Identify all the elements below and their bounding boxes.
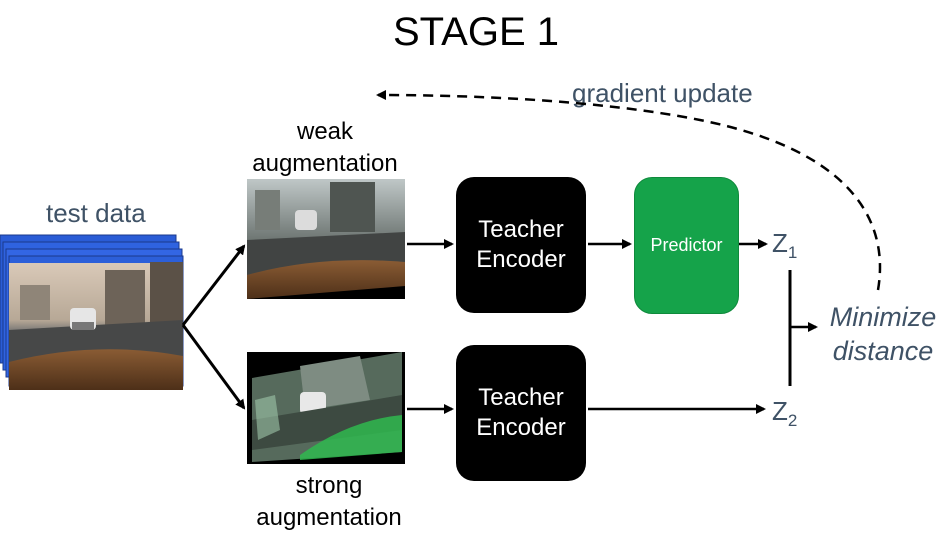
test-data-stack	[0, 234, 184, 390]
teacher-bottom-line2: Encoder	[476, 414, 566, 441]
gradient-update-label: gradient update	[572, 78, 753, 108]
strong-label-line1: strong	[295, 472, 363, 499]
strong-augmentation-label: strong augmentation	[234, 470, 424, 534]
weak-label-line2: augmentation	[252, 150, 398, 177]
weak-label-line1: weak	[296, 118, 354, 145]
teacher-encoder-top-box: Teacher Encoder	[456, 177, 586, 313]
minimize-line2: distance	[832, 336, 934, 366]
test-data-label: test data	[46, 198, 146, 228]
z2-base: Z	[772, 396, 788, 426]
z1-label: Z1	[772, 228, 797, 263]
strong-augmentation-image	[247, 352, 405, 464]
stage-title: STAGE 1	[393, 10, 559, 54]
teacher-top-line1: Teacher	[478, 216, 564, 243]
minimize-line1: Minimize	[829, 302, 937, 332]
weak-augmentation-image	[247, 179, 405, 299]
arrow-to-weak	[181, 244, 246, 326]
z2-sub: 2	[787, 411, 798, 431]
teacher-bottom-line1: Teacher	[478, 384, 564, 411]
predictor-box: Predictor	[634, 177, 739, 314]
predictor-label: Predictor	[650, 235, 723, 255]
teacher-encoder-bottom-box: Teacher Encoder	[456, 345, 586, 481]
minimize-distance-label: Minimize distance	[818, 300, 948, 368]
strong-label-line2: augmentation	[256, 504, 402, 531]
z1-base: Z	[772, 228, 788, 258]
z1-sub: 1	[787, 243, 798, 263]
weak-augmentation-label: weak augmentation	[230, 116, 420, 180]
teacher-top-line2: Encoder	[476, 246, 566, 273]
z2-label: Z2	[772, 396, 797, 431]
arrow-to-strong	[181, 324, 246, 410]
test-data-image	[9, 262, 183, 390]
gradient-update-arrow	[376, 90, 882, 291]
